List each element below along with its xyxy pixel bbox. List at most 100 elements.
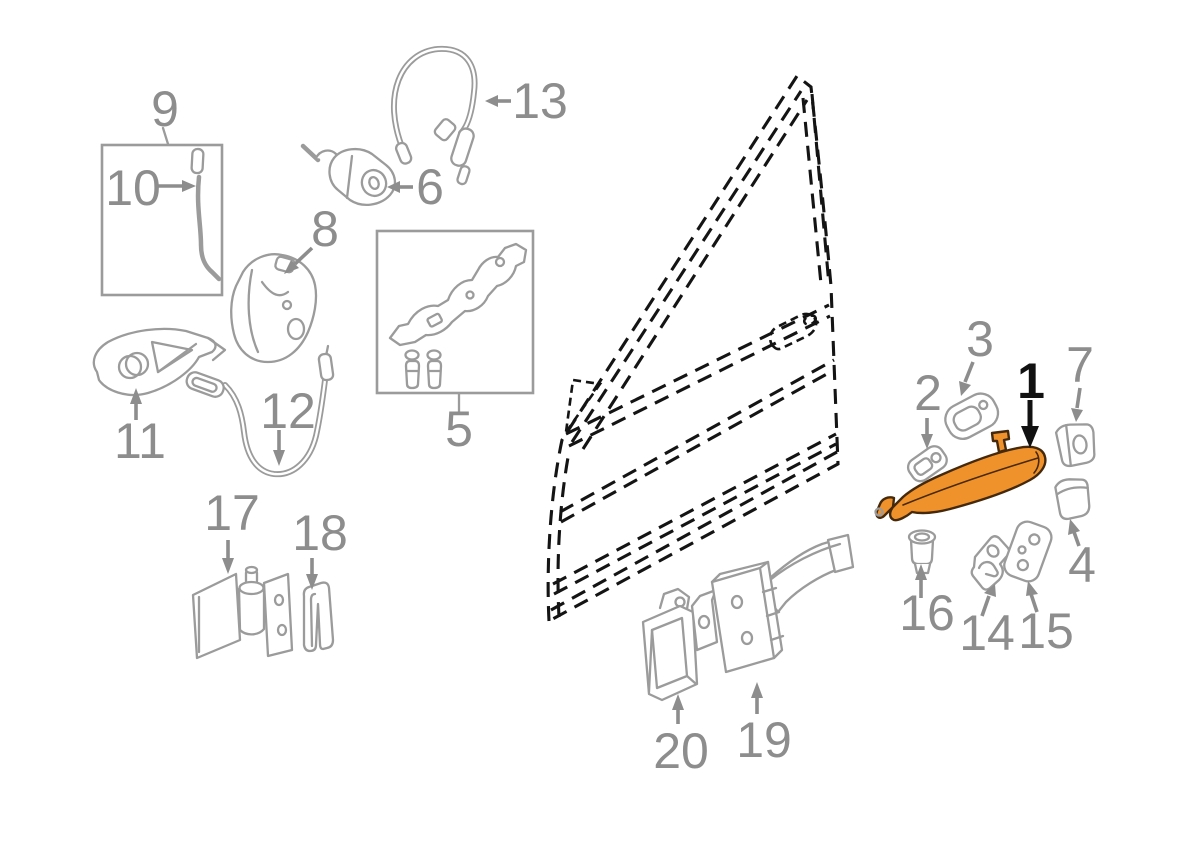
screw-body [404,359,421,390]
face-line [1056,486,1089,496]
part-8-door-lock [230,253,318,364]
part-4-handle-cover [1054,478,1091,521]
grip [888,445,1047,522]
screw [404,349,421,390]
part-label-4: 4 [1068,537,1096,593]
arrow-head [1068,519,1080,535]
door-front-edge-inner [556,451,571,618]
depth-line [647,628,697,694]
rib-2 [156,342,198,374]
door-b-pillar-inner-1 [801,97,823,285]
left-plate [191,572,242,660]
part-10-arrow [158,180,196,192]
part-12-bowden-cable [185,344,335,478]
flange-hole [913,532,931,542]
door-bottom-inner [550,450,838,612]
handle-end-fitting [185,371,225,398]
arrow-line [980,595,991,617]
seam [345,154,354,200]
flange [907,529,937,545]
part-label-13: 13 [512,73,568,129]
part-label-6: 6 [416,159,444,215]
slot [952,405,982,432]
arrow-line [1029,593,1039,613]
part-label-17: 17 [204,485,260,541]
barrel-small [456,165,471,186]
part-10-lock-rod [190,147,222,282]
part-19-door-check [690,533,855,674]
seam-2 [260,280,290,297]
arrow-head [284,260,299,274]
part-label-9: 9 [151,81,179,137]
door-a-pillar-inner-1 [570,90,803,443]
body [1054,478,1091,521]
arrow-head [306,574,318,590]
hole [1028,533,1041,546]
part-6-lock-cylinder [300,143,397,206]
cable-inner [392,47,476,154]
door-mirror-triangle [564,378,603,433]
leader-line [161,126,170,146]
part-label-19: 19 [736,712,792,768]
hole [273,593,285,607]
part-label-18: 18 [292,505,348,561]
frame [100,143,224,297]
door-crease-low-2 [553,442,837,596]
part-2-gasket [906,445,948,483]
part-20-funnel [641,587,699,702]
door-crease-low-1 [552,432,837,586]
arrow-head [921,434,933,449]
arrow-head [959,381,971,396]
part-label-3: 3 [966,311,994,367]
hole-2 [740,630,754,646]
part-label-15: 15 [1018,603,1074,659]
door-handle-recess-hole [803,314,817,326]
hole-2 [276,623,288,637]
hole [286,317,306,341]
arrow-head [182,180,196,192]
door-outline-drawing [546,73,840,624]
arm-line [768,542,842,582]
part-label-14: 14 [959,605,1015,661]
part-label-10: 10 [105,160,161,216]
hole-small [281,299,293,311]
part-20-arrow [672,694,684,724]
part-7-arrow [1071,387,1083,422]
pin-top [244,565,259,575]
arrow-head [485,95,498,107]
block-top [710,560,776,660]
face-line [1064,424,1073,468]
rib [150,340,194,374]
seam [247,268,260,354]
tab [206,336,227,362]
part-12-arrow [273,430,285,466]
part-17-door-hinge [191,565,294,660]
part-19-arrow [751,682,763,714]
fitting-slot [191,376,218,393]
arrow-head [387,181,400,193]
arrow-line [963,361,975,383]
part-18-arrow [306,558,318,590]
part-14-bracket [970,535,1011,591]
part-label-2: 2 [914,365,942,421]
hole [1072,434,1088,455]
slot [309,592,317,648]
part-13-bowden-cable [390,45,478,186]
part-14-arrow [980,584,996,617]
hole [986,544,1000,558]
cylinder-face [360,168,388,198]
part-label-5: 5 [445,401,473,457]
hole-2 [465,290,475,300]
door-handle-recess [768,312,818,351]
arrow-line [293,246,314,266]
door-crease-mid-2 [560,368,835,524]
end-detail [874,507,884,517]
knuckle-top [238,580,265,596]
top-tab [658,587,691,611]
part-2-arrow [921,418,933,449]
body [1054,423,1096,468]
part-9-box [100,126,224,297]
door-crease-mid-1 [559,358,835,514]
part-17-arrow [222,540,234,574]
part-11-interior-handle [92,327,227,397]
